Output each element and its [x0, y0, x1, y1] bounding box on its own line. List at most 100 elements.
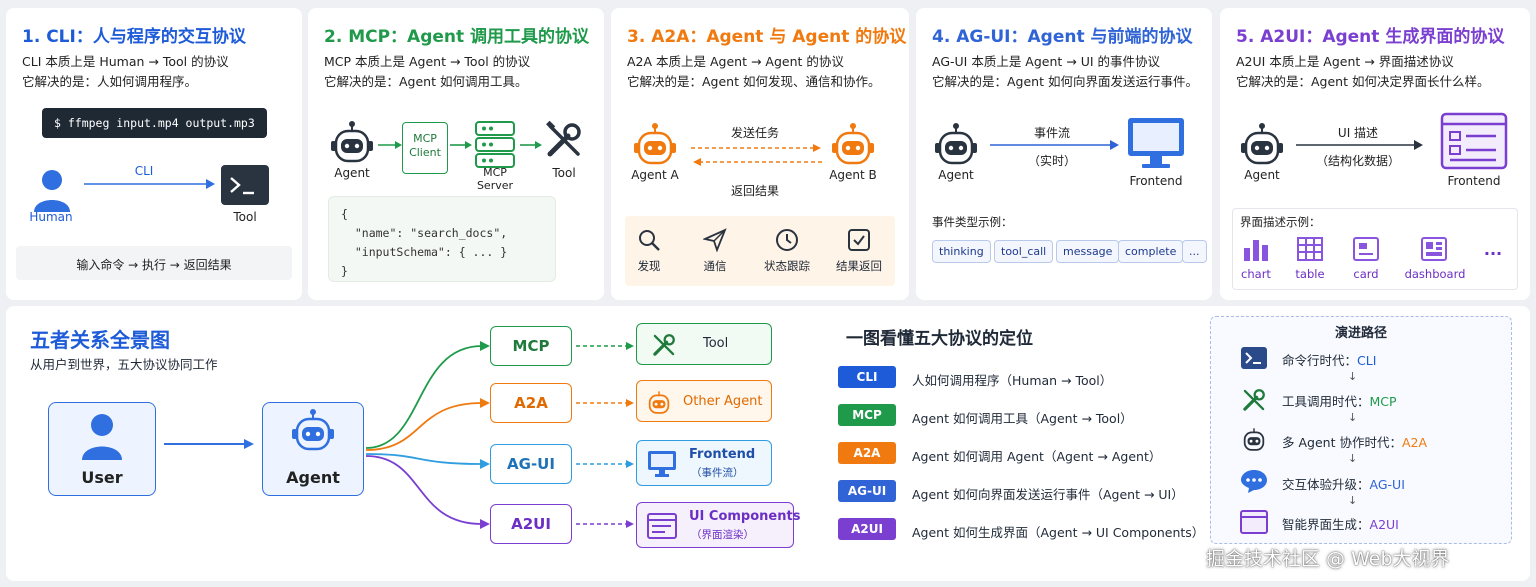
evolution-item-a2ui: 智能界面生成：A2UI	[1282, 517, 1399, 532]
cli-flow-box	[16, 246, 292, 280]
agent-b-label: Agent B	[829, 168, 877, 182]
legend-title: 一图看懂五大协议的定位	[846, 329, 1033, 349]
agui-title: 4. AG-UI：Agent 与前端的协议	[932, 27, 1193, 47]
target-frontend: Frontend （事件流）	[636, 440, 772, 486]
tool-label: Tool	[233, 210, 257, 224]
legend-pill-a2a: A2A	[838, 442, 896, 464]
evolution-item-agui: 交互体验升级：AG-UI	[1282, 477, 1405, 492]
evolution-arrow: ↓	[1348, 452, 1358, 465]
cli-arrow-label: CLI	[134, 164, 154, 178]
agent-center-label: Agent	[286, 468, 340, 487]
robot-orange-icon	[648, 391, 670, 414]
robot-orange-icon	[832, 123, 874, 165]
target-tool: Tool	[636, 323, 772, 365]
example-dashboard: dashboard	[1404, 267, 1466, 281]
wrench-icon	[653, 334, 675, 356]
card-icon	[1353, 237, 1379, 261]
legend-text-mcp: Agent 如何调用工具（Agent → Tool）	[912, 411, 1133, 426]
proto-a2ui: A2UI	[490, 504, 572, 544]
search-icon	[639, 230, 660, 251]
monitor-icon	[1128, 118, 1184, 168]
event-types-label: 事件类型示例：	[932, 215, 1013, 229]
window-icon	[1240, 510, 1268, 534]
example-card: card	[1353, 267, 1379, 281]
evolution-arrow: ↓	[1348, 370, 1358, 383]
feature-result: 结果返回	[836, 259, 882, 273]
chip-more: ...	[1182, 240, 1207, 263]
cli-panel: 1. CLI：人与程序的交互协议 CLI 本质上是 Human → Tool 的…	[6, 8, 302, 300]
chart-icon	[1244, 240, 1268, 261]
ui-desc-arrow	[1296, 140, 1423, 150]
robot-icon	[935, 123, 977, 165]
json-code-block: { "name": "search_docs", "inputSchema": …	[328, 196, 556, 282]
overview-title: 五者关系全景图	[30, 328, 170, 352]
robot-icon	[1243, 428, 1265, 451]
legend-text-a2ui: Agent 如何生成界面（Agent → UI Components）	[912, 525, 1205, 540]
proto-mcp: MCP	[490, 326, 572, 366]
evolution-arrow: ↓	[1348, 411, 1358, 424]
evolution-arrow: ↓	[1348, 494, 1358, 507]
structured-data-label: （结构化数据）	[1316, 154, 1401, 168]
ui-examples-box	[1232, 208, 1518, 290]
ui-examples-label: 界面描述示例：	[1240, 215, 1321, 229]
clock-icon	[776, 229, 798, 251]
user-icon	[82, 414, 122, 460]
agent-branch-curves	[365, 341, 490, 529]
chat-bubble-icon	[1241, 470, 1267, 493]
overview-subtitle: 从用户到世界，五大协议协同工作	[30, 357, 218, 372]
legend-text-agui: Agent 如何向界面发送运行事件（Agent → UI）	[912, 487, 1184, 502]
a2a-title: 3. A2A：Agent 与 Agent 的协议	[627, 27, 907, 47]
agent-label: Agent	[938, 168, 974, 182]
target-frontend-label: Frontend	[689, 447, 756, 462]
robot-blue-icon	[292, 409, 334, 451]
chip-message: message	[1056, 240, 1120, 263]
legend-pill-agui: AG-UI	[838, 480, 896, 502]
example-table: table	[1295, 267, 1325, 281]
mcp-tool-label: Tool	[552, 166, 576, 180]
proto-agui: AG-UI	[490, 444, 572, 484]
ui-layout-icon	[1440, 112, 1508, 170]
a2a-feature-box	[625, 216, 895, 286]
frontend-label: Frontend	[1447, 174, 1501, 188]
send-icon	[703, 228, 727, 252]
target-ui-components: UI Components （界面渲染）	[636, 502, 800, 548]
human-icon	[34, 170, 70, 212]
agent-a-label: Agent A	[631, 168, 679, 182]
legend-pill-cli: CLI	[838, 366, 896, 388]
event-stream-label: 事件流	[1033, 126, 1070, 140]
proto-dashed-arrows	[576, 342, 634, 528]
a2a-arrows	[691, 144, 823, 166]
agent-label: Agent	[334, 166, 370, 180]
user-label: User	[81, 468, 123, 487]
chip-tool-call: tool_call	[994, 240, 1054, 263]
evolution-title: 演进路径	[1334, 326, 1387, 341]
cli-arrow	[84, 179, 215, 189]
legend-pill-mcp: MCP	[838, 404, 896, 426]
evolution-item-cli: 命令行时代：CLI	[1282, 353, 1377, 368]
table-icon	[1297, 237, 1323, 261]
window-icon	[647, 513, 677, 539]
target-other-agent-label: Other Agent	[683, 394, 763, 409]
terminal-icon	[221, 165, 269, 205]
a2ui-desc: A2UI 本质上是 Agent → 界面描述协议它解决的是：Agent 如何决定…	[1236, 54, 1490, 89]
user-to-agent-arrow	[164, 439, 254, 449]
human-label: Human	[29, 210, 73, 224]
legend-text-a2a: Agent 如何调用 Agent（Agent → Agent）	[912, 449, 1162, 464]
send-task-label: 发送任务	[730, 126, 779, 140]
server-icon	[475, 121, 515, 168]
agent-label: Agent	[1244, 168, 1280, 182]
realtime-label: （实时）	[1027, 154, 1076, 168]
watermark: 掘金技术社区 @ Web大视界	[1206, 548, 1450, 570]
mcp-desc: MCP 本质上是 Agent → Tool 的协议它解决的是：Agent 如何调…	[324, 54, 531, 89]
chip-complete: complete	[1118, 240, 1184, 263]
dashboard-icon	[1421, 237, 1447, 261]
robot-orange-icon	[634, 123, 676, 165]
feature-discover: 发现	[637, 259, 661, 273]
target-ui-sub: （界面渲染）	[691, 529, 754, 541]
terminal-command: $ ffmpeg input.mp4 output.mp3	[42, 108, 267, 138]
cli-title: 1. CLI：人与程序的交互协议	[22, 27, 246, 47]
target-ui-label: UI Components	[689, 509, 801, 524]
cli-flow-text: 输入命令 → 执行 → 返回结果	[76, 258, 232, 272]
return-result-label: 返回结果	[730, 184, 779, 198]
